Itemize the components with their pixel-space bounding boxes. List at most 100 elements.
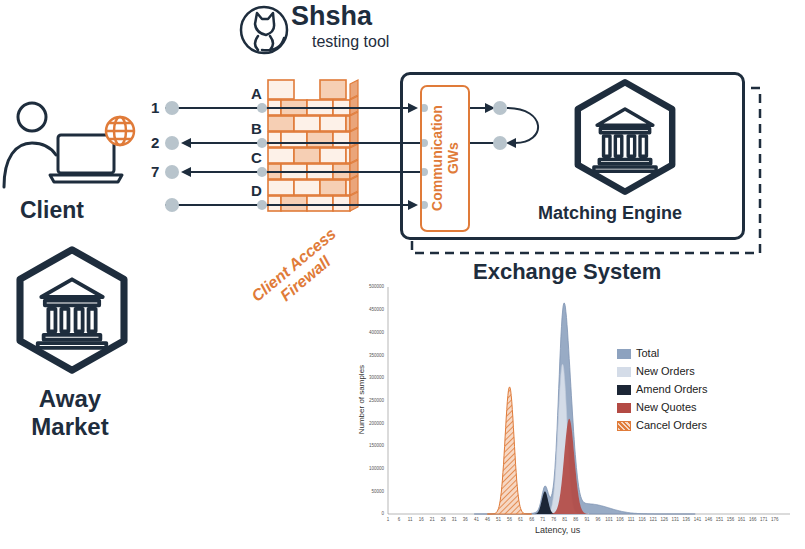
y-tick-label: 0 [381,511,384,516]
bank-column [615,136,621,156]
x-tick-label: 81 [562,517,567,522]
y-tick-label: 50000 [371,489,384,494]
brick [268,148,294,163]
gateway-box: Communication GWs [420,85,470,232]
x-tick-label: 111 [628,517,635,522]
cancel-orders-curve [487,387,531,514]
flow-arrow [181,138,420,148]
bank-column [604,136,610,156]
y-tick-label: 200000 [369,421,384,426]
globe-icon [106,117,134,145]
flow-arrow [165,103,418,113]
brick [268,116,294,131]
brick [294,180,320,195]
brick [268,80,294,99]
brick [333,132,350,147]
x-tick-label: 121 [649,517,657,522]
globe-lines [106,123,134,139]
x-tick-label: 91 [584,517,589,522]
legend-swatch [617,385,631,395]
x-tick-label: 61 [518,517,523,522]
flow-line [470,107,486,109]
brick [307,132,333,147]
bank-column [640,136,646,156]
chart-axes [388,287,790,514]
x-tick-label: 6 [398,517,401,522]
engine-loop [497,80,557,160]
matching-engine-node: Matching Engine [497,80,737,235]
bank-roof [41,279,102,297]
bank-icon [38,279,107,348]
engine-hexagon [565,78,685,196]
brick [320,80,346,99]
bank-step [38,343,107,348]
brick [281,196,307,211]
hexagon-outline [20,250,124,371]
legend-label: Amend Orders [636,383,708,396]
y-tick-label: 450000 [369,307,384,312]
firewall-label: Client Access Firewall [238,217,361,329]
port-dot [165,136,179,150]
y-tick-label: 150000 [369,443,384,448]
logo-head [255,13,274,35]
laptop-screen [58,135,114,173]
y-tick-label: 250000 [369,398,384,403]
callout-label: D [251,182,262,199]
y-tick-label: 500000 [369,284,384,289]
x-tick-label: 76 [551,517,556,522]
arrow-head [181,167,191,177]
callout-label: B [251,120,262,137]
flow-arrow [181,167,420,177]
x-tick-label: 151 [716,517,724,522]
x-tick-label: 1 [387,517,390,522]
brick [268,180,294,195]
x-tick-label: 86 [573,517,578,522]
arrow-head [181,138,191,148]
y-tick-label: 350000 [369,353,384,358]
person-body [4,143,56,187]
y-tick-label: 100000 [369,466,384,471]
brick [281,132,307,147]
bank-column [628,136,634,156]
market-hexagon [12,245,132,375]
x-tick-label: 101 [605,517,613,522]
x-tick-label: 131 [672,517,680,522]
firewall-bricks [268,80,358,211]
x-tick-label: 66 [529,517,534,522]
legend-label: Cancel Orders [636,419,707,432]
system-title: Exchange System [473,259,661,284]
x-tick-label: 46 [485,517,490,522]
brick [307,196,333,211]
callout-label: C [251,149,262,166]
hexagon-outline [578,82,672,191]
flow-line [165,107,409,109]
legend-swatch [617,367,631,377]
firewall-label-node: Client Access Firewall [240,225,360,320]
dot-group [165,101,428,212]
logo-text: testing tool [312,33,389,51]
callout-label: 1 [151,99,159,116]
x-tick-label: 26 [441,517,446,522]
person [4,103,122,187]
hexagon-bank-icon [565,78,685,196]
x-tick-label: 36 [463,517,468,522]
legend-label: Total [636,347,659,360]
legend-label: New Quotes [636,401,697,414]
laptop-base [50,175,122,182]
bank-step [44,335,101,340]
x-tick-label: 116 [639,517,646,522]
engine-label: Matching Engine [497,203,723,224]
port-dot [493,101,507,115]
port-dot [257,138,267,148]
bank-icon [594,109,656,171]
exchange-system-box: Exchange SystemCommunication GWsMatching… [400,72,745,240]
brick [320,116,346,131]
x-tick-label: 166 [749,517,757,522]
port-dot [165,101,179,115]
x-tick-label: 11 [408,517,413,522]
brick [320,180,346,195]
flow-line [190,171,420,173]
x-tick-label: 41 [474,517,479,522]
client-icon [0,95,165,190]
bank-beam [600,128,649,132]
